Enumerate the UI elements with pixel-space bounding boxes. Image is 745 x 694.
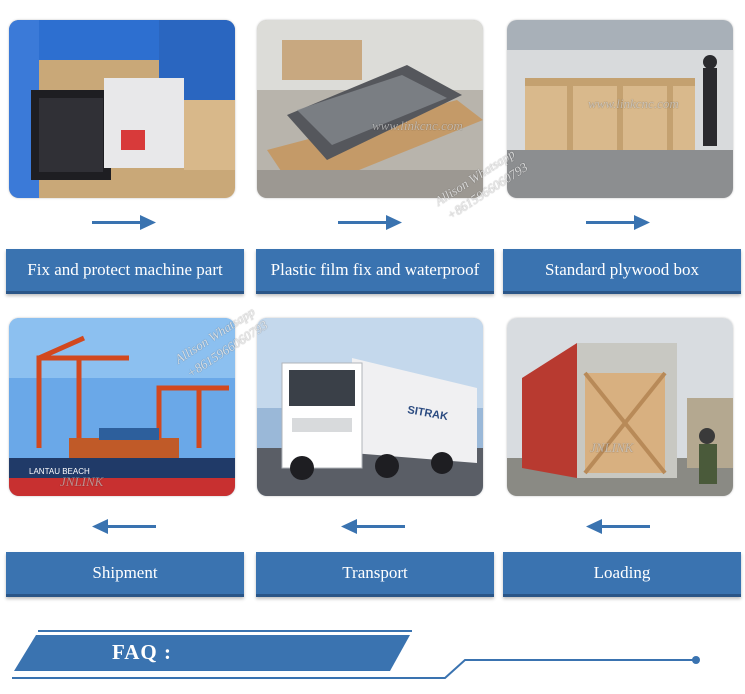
photo-plastic-film: [257, 20, 483, 198]
step-label-fix-protect: Fix and protect machine part: [6, 249, 244, 294]
step-label-loading: Loading: [503, 552, 741, 597]
arrow-left-icon: [92, 519, 156, 534]
arrow-right-icon: [338, 215, 402, 230]
photo-plywood-box: [507, 20, 733, 198]
arrow-left-icon: [341, 519, 405, 534]
faq-title: FAQ :: [112, 640, 173, 664]
step-label-transport: Transport: [256, 552, 494, 597]
photo-loading: [507, 318, 733, 496]
watermark-brand: JNLINK: [60, 474, 104, 489]
step-label-shipment: Shipment: [6, 552, 244, 597]
arrow-right-icon: [92, 215, 156, 230]
faq-line-dot-icon: [692, 656, 700, 664]
faq-banner: [12, 630, 700, 679]
watermark-brand: JNLINK: [590, 440, 634, 455]
photo-fix-protect: [9, 20, 235, 198]
ship-name-caption: LANTAU BEACH: [29, 467, 90, 476]
arrow-left-icon: [586, 519, 650, 534]
watermark-site: www.linkcnc.com: [588, 96, 679, 111]
watermark-site: www.linkcnc.com: [372, 118, 463, 133]
step-label-plastic-film: Plastic film fix and waterproof: [256, 249, 494, 294]
photo-transport: SITRAK: [257, 318, 483, 496]
step-label-plywood-box: Standard plywood box: [503, 249, 741, 294]
arrow-right-icon: [586, 215, 650, 230]
photo-shipment: LANTAU BEACH: [9, 318, 235, 496]
